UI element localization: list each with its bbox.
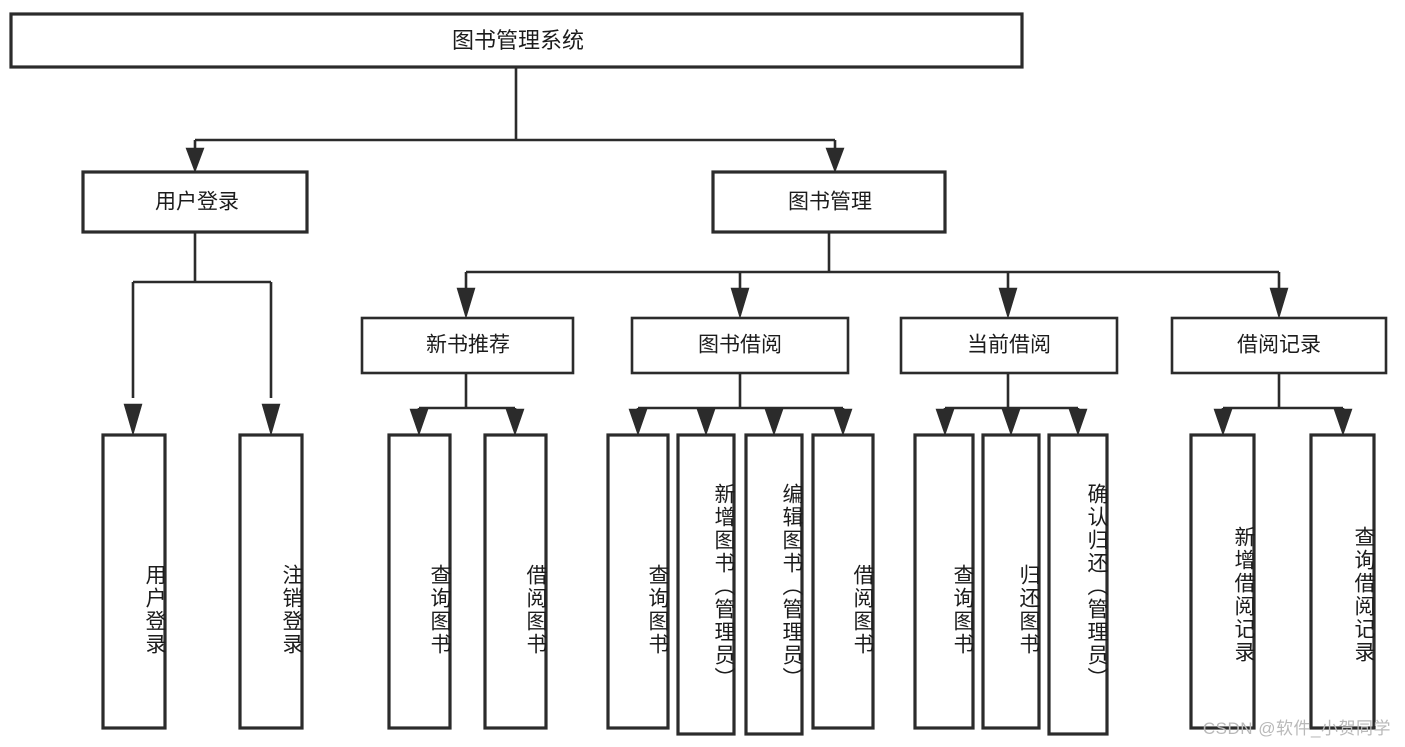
arrow-to-current-borrow bbox=[998, 287, 1018, 320]
arrow-to-book-borrow bbox=[730, 287, 750, 320]
leaf-query-book-1-box[interactable] bbox=[387, 433, 452, 730]
leaf-borrow-book-2-box[interactable] bbox=[811, 433, 875, 730]
node-new-book-recommend[interactable]: 新书推荐 bbox=[360, 316, 575, 375]
arrow-to-leaf-add-record bbox=[1213, 408, 1233, 436]
leaf-user-login-box[interactable] bbox=[101, 433, 167, 730]
book-borrow-label: 图书借阅 bbox=[698, 334, 782, 357]
arrow-to-user-login bbox=[185, 147, 205, 173]
connector-currentborrow-to-leaves bbox=[935, 373, 1088, 436]
arrow-to-leaf-borrow-book-1 bbox=[505, 408, 525, 436]
arrow-to-leaf-query-book-1 bbox=[409, 408, 429, 436]
node-current-borrow[interactable]: 当前借阅 bbox=[899, 316, 1119, 375]
arrow-to-leaf-borrow-book-2 bbox=[833, 408, 853, 436]
leaf-query-record-box[interactable] bbox=[1309, 433, 1376, 730]
arrow-to-book-management bbox=[825, 147, 845, 173]
borrow-record-box[interactable] bbox=[1170, 316, 1388, 375]
arrow-to-leaf-query-record bbox=[1333, 408, 1353, 436]
arrow-to-borrow-record bbox=[1269, 287, 1289, 320]
book-management-label: 图书管理 bbox=[788, 191, 872, 214]
borrow-record-label: 借阅记录 bbox=[1237, 334, 1321, 357]
leaf-query-book-3-box[interactable] bbox=[913, 433, 975, 730]
leaf-borrow-book-1-box[interactable] bbox=[483, 433, 548, 730]
new-book-recommend-label: 新书推荐 bbox=[426, 334, 510, 357]
arrow-to-leaf-return-book bbox=[1001, 408, 1021, 436]
new-book-recommend-box[interactable] bbox=[360, 316, 575, 375]
book-borrow-box[interactable] bbox=[630, 316, 850, 375]
connector-root-to-level1 bbox=[185, 67, 845, 173]
leaf-edit-book-box[interactable] bbox=[744, 433, 804, 736]
current-borrow-box[interactable] bbox=[899, 316, 1119, 375]
node-borrow-record[interactable]: 借阅记录 bbox=[1170, 316, 1388, 375]
connector-userlogin-to-leaves bbox=[123, 232, 281, 437]
leaf-add-record-box[interactable] bbox=[1189, 433, 1256, 730]
arrow-to-new-book-recommend bbox=[456, 287, 476, 320]
node-root-system[interactable]: 图书管理系统 bbox=[9, 12, 1024, 69]
arrow-to-leaf-query-book-3 bbox=[935, 408, 955, 436]
leaf-return-book-box[interactable] bbox=[981, 433, 1041, 730]
connector-bookborrow-to-leaves bbox=[628, 373, 853, 436]
connector-newbook-to-leaves bbox=[409, 373, 525, 436]
root-system-box[interactable] bbox=[9, 12, 1024, 69]
node-user-login[interactable]: 用户登录 bbox=[81, 170, 309, 234]
current-borrow-label: 当前借阅 bbox=[967, 334, 1051, 357]
arrow-to-leaf-logout bbox=[261, 403, 281, 437]
leaf-confirm-return-box[interactable] bbox=[1047, 433, 1109, 736]
book-management-box[interactable] bbox=[711, 170, 947, 234]
csdn-watermark: CSDN @软件_小贺同学 bbox=[1202, 719, 1391, 738]
node-book-management[interactable]: 图书管理 bbox=[711, 170, 947, 234]
connector-borrowrecord-to-leaves bbox=[1213, 373, 1353, 436]
leaf-add-book-box[interactable] bbox=[676, 433, 736, 736]
leaf-query-book-2-box[interactable] bbox=[606, 433, 670, 730]
root-system-label: 图书管理系统 bbox=[452, 28, 584, 53]
user-login-box[interactable] bbox=[81, 170, 309, 234]
arrow-to-leaf-add-book bbox=[696, 408, 716, 436]
arrow-to-leaf-confirm-return bbox=[1068, 408, 1088, 436]
node-book-borrow[interactable]: 图书借阅 bbox=[630, 316, 850, 375]
arrow-to-leaf-query-book-2 bbox=[628, 408, 648, 436]
arrow-to-leaf-edit-book bbox=[764, 408, 784, 436]
leaf-logout-box[interactable] bbox=[238, 433, 304, 730]
arrow-to-leaf-user-login bbox=[123, 403, 143, 437]
user-login-label: 用户登录 bbox=[155, 191, 239, 214]
connector-bookmgmt-to-level2 bbox=[456, 232, 1289, 320]
